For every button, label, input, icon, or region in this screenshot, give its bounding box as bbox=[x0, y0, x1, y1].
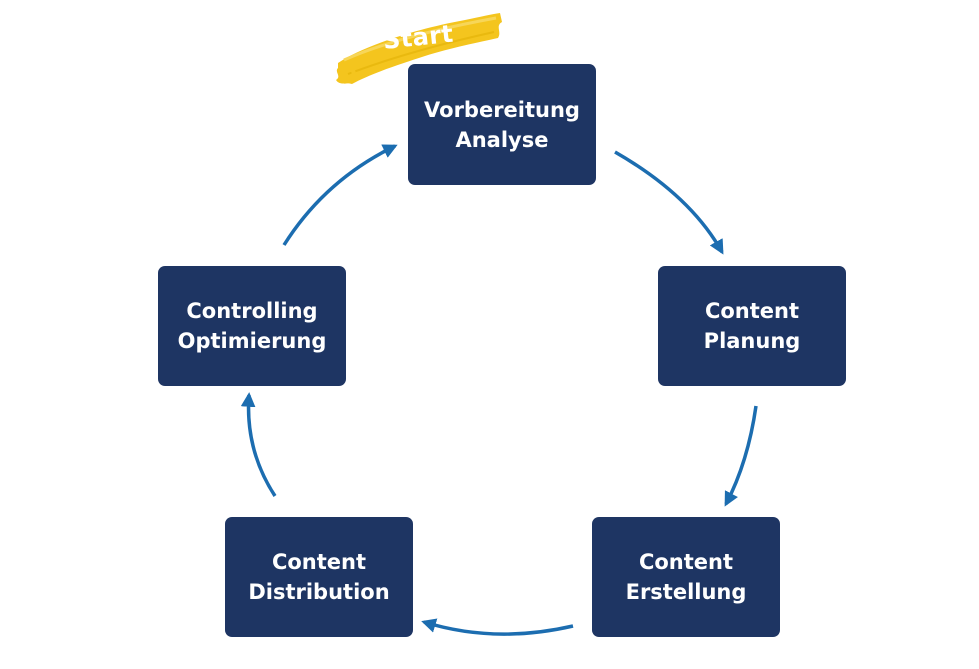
step-content-planung: Content Planung bbox=[658, 266, 846, 386]
start-brush-stroke bbox=[336, 13, 502, 84]
step-content-erstellung: Content Erstellung bbox=[592, 517, 780, 637]
arrow-planung-to-erstellung bbox=[724, 405, 758, 507]
step-label-line2: Planung bbox=[703, 329, 801, 353]
arrow-distribution-to-optimierung bbox=[240, 392, 277, 497]
arrow-analyse-to-planung bbox=[614, 150, 724, 255]
step-label-line1: Vorbereitung bbox=[424, 97, 580, 122]
step-label-line2: Analyse bbox=[455, 127, 549, 152]
step-label-line2: Erstellung bbox=[625, 580, 747, 604]
step-label-line1: Content bbox=[638, 550, 734, 574]
step-label-line2: Optimierung bbox=[177, 329, 327, 353]
arrow-optimierung-to-analyse bbox=[282, 144, 398, 246]
step-label-line2: Distribution bbox=[248, 580, 390, 604]
step-label-line1: Content bbox=[704, 299, 800, 323]
step-controlling-optimierung: Controlling Optimierung bbox=[158, 266, 346, 386]
step-label-line1: Content bbox=[271, 550, 367, 574]
step-vorbereitung-analyse: Vorbereitung Analyse bbox=[408, 64, 596, 185]
step-label-line1: Controlling bbox=[186, 299, 318, 323]
step-content-distribution: Content Distribution bbox=[225, 517, 413, 637]
arrow-erstellung-to-distribution bbox=[421, 618, 574, 636]
